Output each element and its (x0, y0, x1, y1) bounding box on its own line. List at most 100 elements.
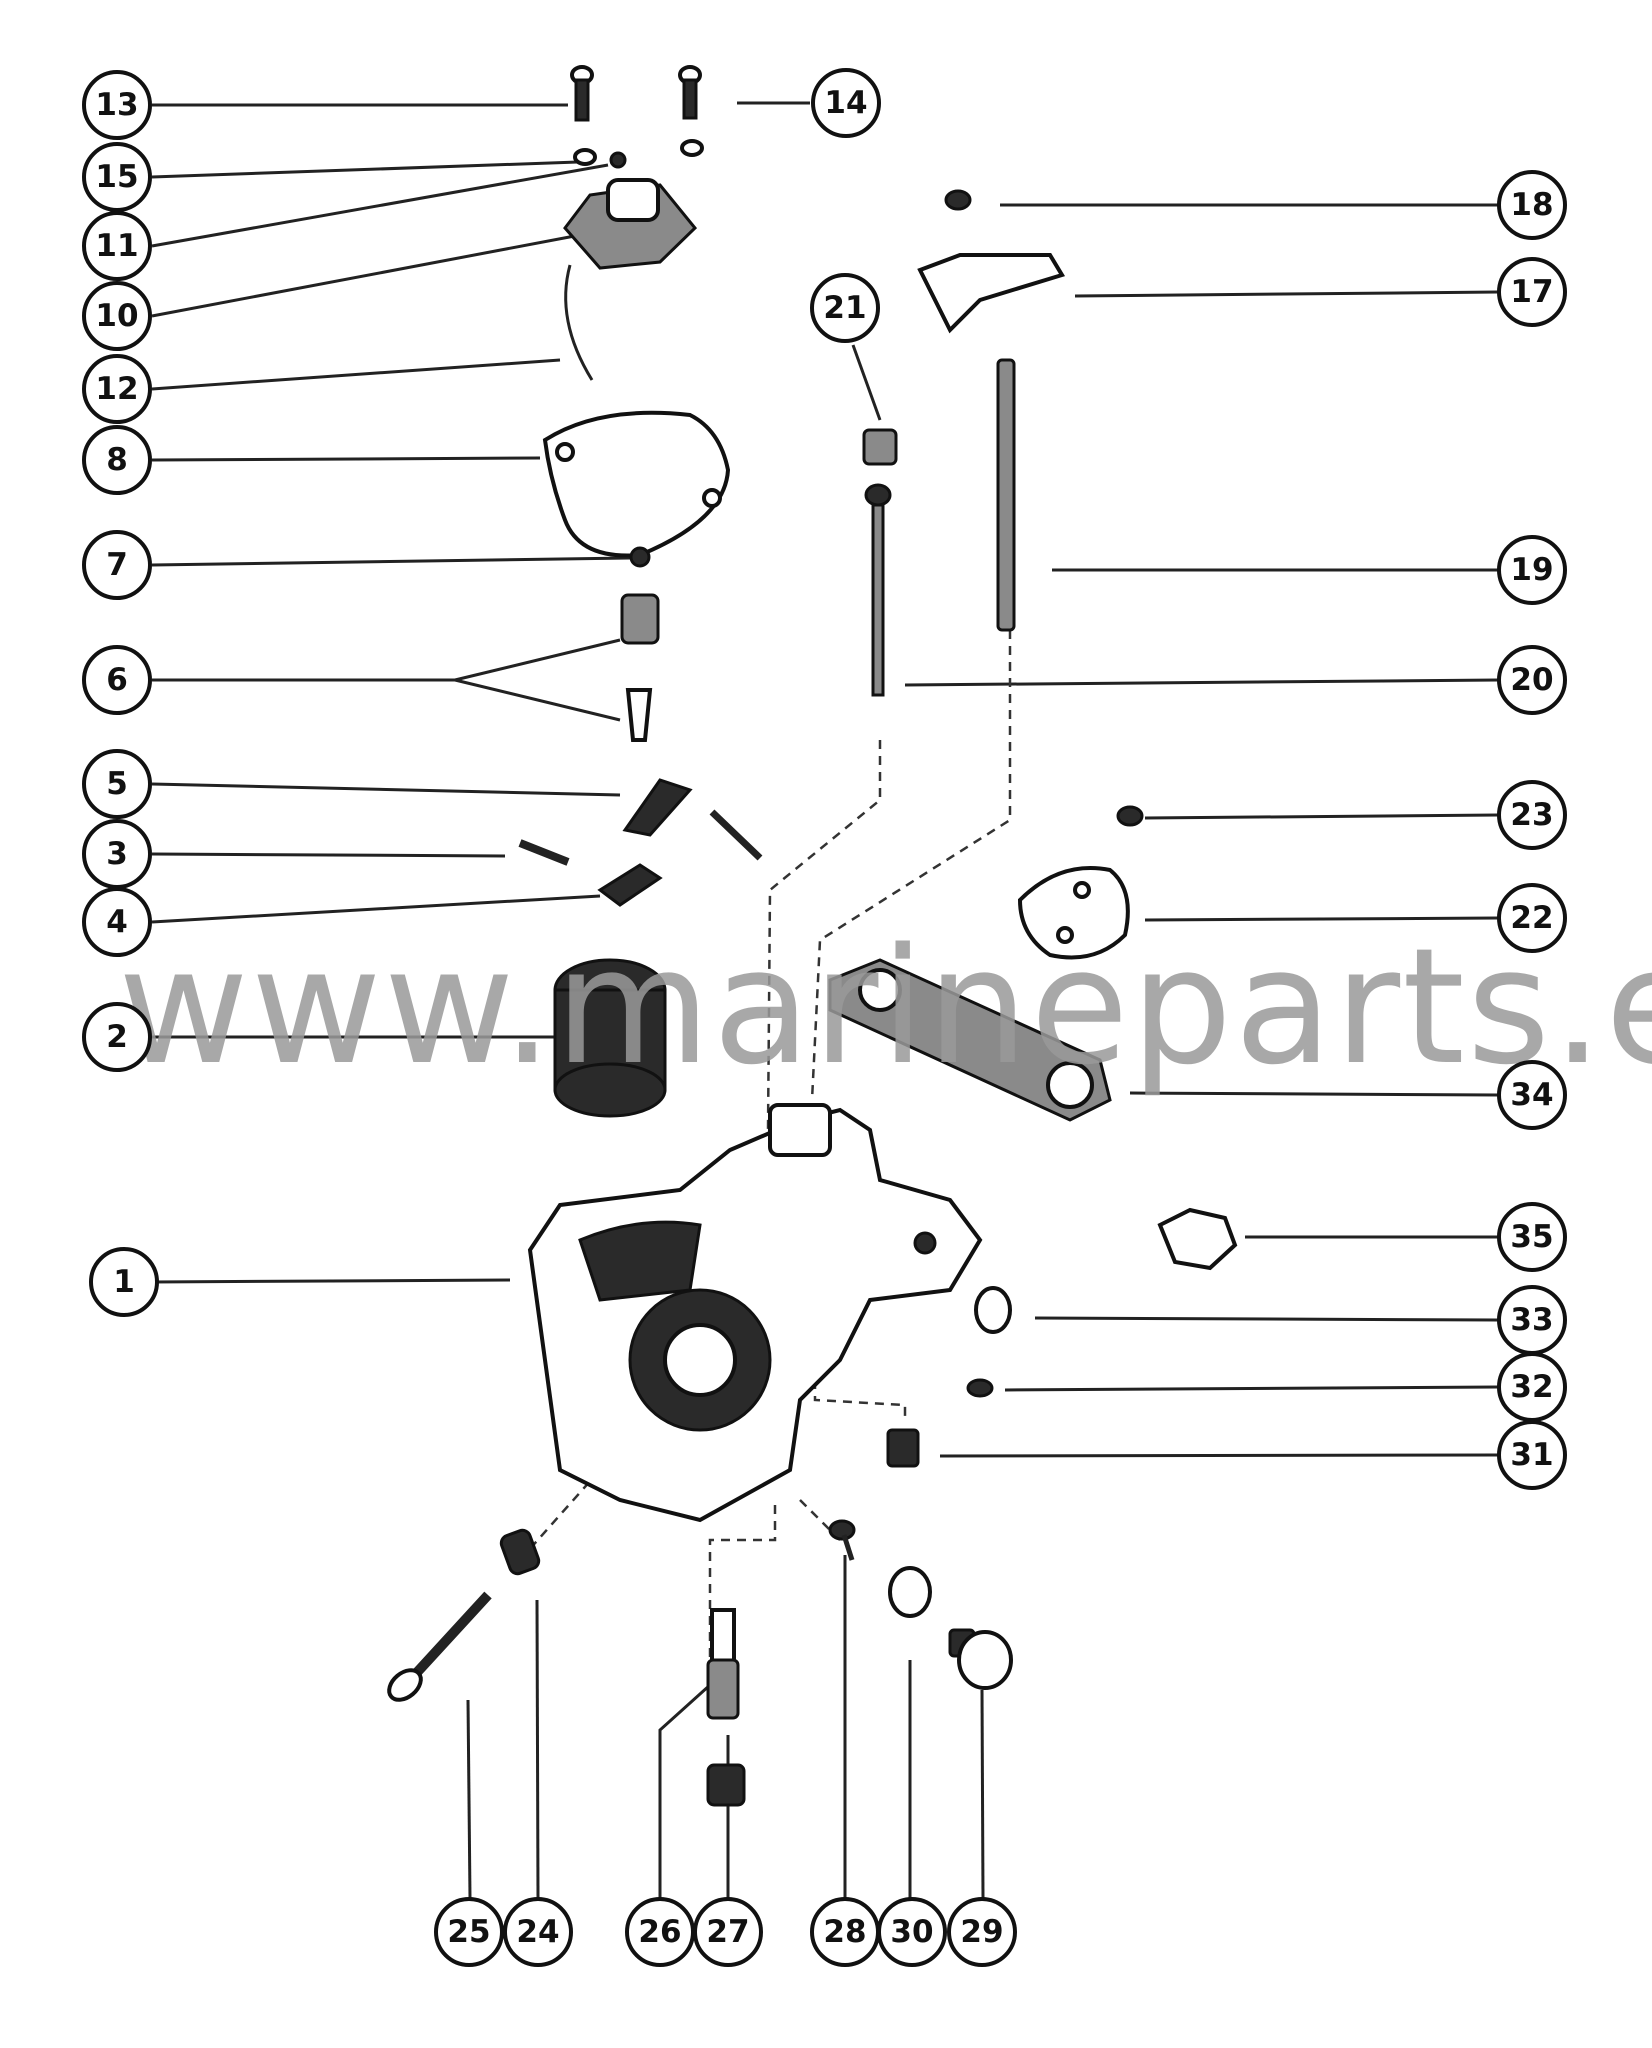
carburetor-body-1-illustration (527, 1103, 983, 1523)
callout-10: 10 (82, 281, 152, 351)
callout-1: 1 (89, 1247, 159, 1317)
callout-31: 31 (1497, 1420, 1567, 1490)
screw-14-illustration (678, 65, 702, 120)
callout-22-label: 22 (1510, 900, 1553, 936)
callout-23: 23 (1497, 780, 1567, 850)
callout-14: 14 (811, 68, 881, 138)
callout-21-label: 21 (823, 290, 866, 326)
parts (387, 65, 1238, 1807)
callout-13-label: 13 (95, 87, 138, 123)
callout-14-label: 14 (824, 85, 867, 121)
callout-2-label: 2 (106, 1019, 128, 1055)
callout-11-label: 11 (95, 228, 138, 264)
washer-15-illustration (573, 148, 597, 166)
callout-25: 25 (434, 1897, 504, 1967)
callout-1-label: 1 (113, 1264, 135, 1300)
callout-19: 19 (1497, 535, 1567, 605)
callout-6: 6 (82, 645, 152, 715)
callout-28-label: 28 (823, 1914, 866, 1950)
plate-22-illustration (1017, 866, 1130, 960)
callout-27: 27 (693, 1897, 763, 1967)
callout-group: 13 14 15 11 10 12 8 7 6 5 3 4 2 1 18 17 … (82, 68, 1567, 1967)
shaft-20-illustration (871, 503, 885, 697)
o-ring-33-illustration (974, 1286, 1012, 1334)
callout-35: 35 (1497, 1202, 1567, 1272)
callout-25-label: 25 (447, 1914, 490, 1950)
plug-35-illustration (1157, 1207, 1238, 1271)
callout-29-label: 29 (960, 1914, 1003, 1950)
callout-18-label: 18 (1510, 187, 1553, 223)
callout-26-label: 26 (638, 1914, 681, 1950)
leader-lines (151, 101, 1499, 1899)
callout-30: 30 (877, 1897, 947, 1967)
callout-7-label: 7 (106, 547, 128, 583)
lever-17-illustration (917, 253, 1066, 334)
callout-20-label: 20 (1510, 662, 1553, 698)
screw-28-illustration (828, 1519, 856, 1561)
spring-12-illustration (564, 264, 594, 381)
plug-29-illustration (948, 1628, 1013, 1690)
washer-15b-illustration (680, 139, 704, 157)
callout-13: 13 (82, 70, 152, 140)
callout-17-label: 17 (1510, 274, 1553, 310)
ball-7-illustration (629, 546, 651, 568)
callout-12-label: 12 (95, 371, 138, 407)
nut-31-illustration (886, 1428, 920, 1468)
callout-29: 29 (947, 1897, 1017, 1967)
spring-24-illustration (499, 1528, 541, 1576)
cover-10-illustration (563, 178, 698, 270)
screw-23-illustration (1116, 805, 1144, 827)
callout-5-label: 5 (106, 766, 128, 802)
callout-3-label: 3 (106, 836, 128, 872)
callout-8: 8 (82, 425, 152, 495)
callout-24-label: 24 (516, 1914, 559, 1950)
callout-35-label: 35 (1510, 1219, 1553, 1255)
screw-11-illustration (609, 151, 627, 169)
callout-33: 33 (1497, 1285, 1567, 1355)
needle-seat-6-illustration (620, 593, 660, 742)
callout-17: 17 (1497, 257, 1567, 327)
callout-26: 26 (625, 1897, 695, 1967)
float-2-illustration (553, 958, 667, 1118)
shaft-19-illustration (996, 358, 1016, 632)
callout-15-label: 15 (95, 159, 138, 195)
nut-21-illustration (862, 428, 898, 466)
screw-13-illustration (570, 65, 594, 122)
nut-27-illustration (706, 1763, 746, 1807)
pin-illustration (709, 809, 763, 861)
callout-30-label: 30 (890, 1914, 933, 1950)
callout-8-label: 8 (106, 442, 128, 478)
callout-21: 21 (810, 273, 880, 343)
callout-34-label: 34 (1510, 1077, 1553, 1113)
callout-2: 2 (82, 1002, 152, 1072)
callout-31-label: 31 (1510, 1437, 1553, 1473)
callout-24: 24 (503, 1897, 573, 1967)
callout-33-label: 33 (1510, 1302, 1553, 1338)
callout-32: 32 (1497, 1352, 1567, 1422)
callout-11: 11 (82, 211, 152, 281)
callout-6-label: 6 (106, 662, 128, 698)
callout-23-label: 23 (1510, 797, 1553, 833)
screw-18-illustration (944, 189, 972, 211)
pin-3-illustration (518, 839, 570, 866)
shaft-20-head-illustration (864, 483, 892, 507)
watermark-text: www.marineparts.eu (118, 913, 1652, 1100)
callout-27-label: 27 (706, 1914, 749, 1950)
callout-32-label: 32 (1510, 1369, 1553, 1405)
screw-25-illustration (387, 1591, 492, 1702)
hinge-4-illustration (597, 863, 663, 907)
callout-19-label: 19 (1510, 552, 1553, 588)
callout-5: 5 (82, 749, 152, 819)
callout-4: 4 (82, 887, 152, 957)
screw-32-illustration (966, 1378, 994, 1398)
washer-30-illustration (888, 1566, 932, 1618)
callout-22: 22 (1497, 883, 1567, 953)
callout-20: 20 (1497, 645, 1567, 715)
callout-34: 34 (1497, 1060, 1567, 1130)
callout-10-label: 10 (95, 298, 138, 334)
callout-12: 12 (82, 354, 152, 424)
callout-15: 15 (82, 142, 152, 212)
float-arm-5-illustration (622, 778, 693, 837)
